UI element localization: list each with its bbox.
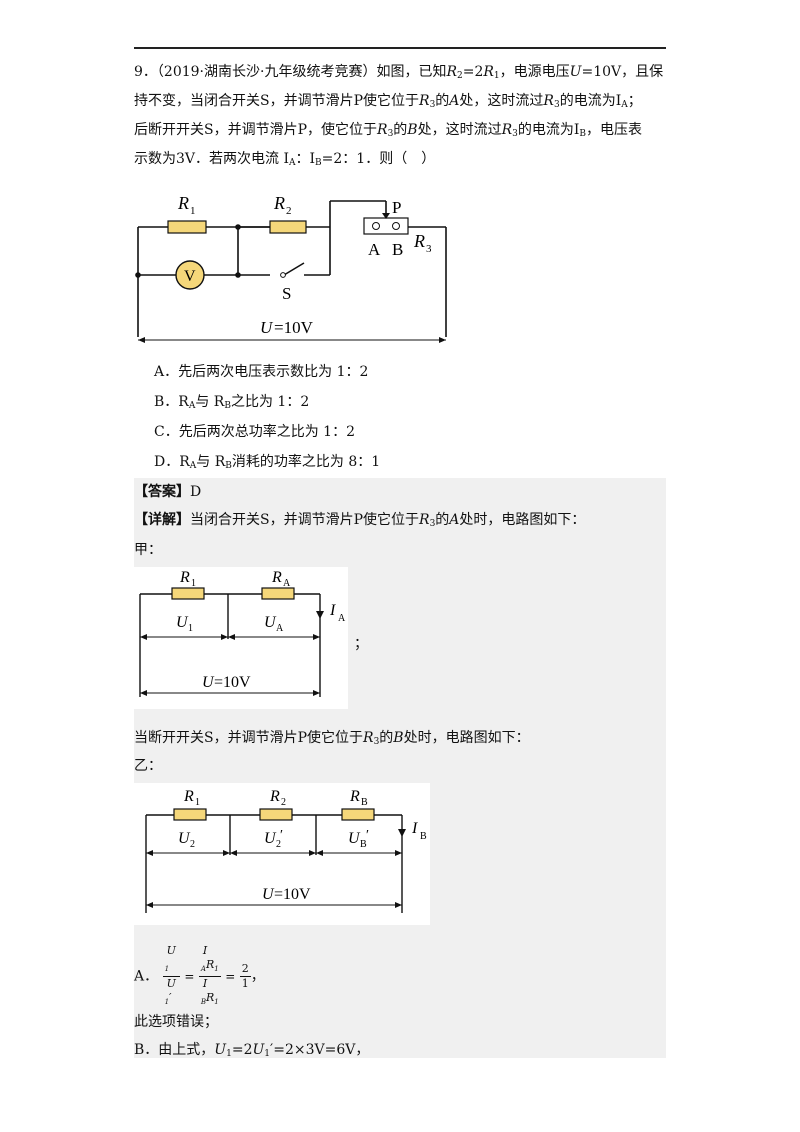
jia-semicolon: ； xyxy=(354,636,368,652)
svg-text:U: U xyxy=(202,674,215,691)
answer-b-line: B．由上式，U1=2U1′=2×3V=6V， xyxy=(134,1042,370,1059)
detail-line-2: 当断开开关S，并调节滑片P使它位于R3的B处时，电路图如下： xyxy=(134,730,530,747)
question-line-2: 持不变，当闭合开关S，并调节滑片P使它位于R3的A处，这时流过R3的电流为IA； xyxy=(134,93,642,110)
svg-text:R: R xyxy=(269,788,280,805)
svg-text:U: U xyxy=(264,830,277,847)
voltmeter xyxy=(175,260,205,290)
svg-text:A: A xyxy=(368,240,381,259)
circuit-diagram-yi: R 1 R 2 R B U 2 U 2 ′ U B ′ I B U =10V xyxy=(134,783,430,925)
svg-text:S: S xyxy=(282,284,291,303)
svg-text:′: ′ xyxy=(366,828,369,843)
svg-text:2: 2 xyxy=(286,205,292,217)
svg-text:2: 2 xyxy=(276,839,281,850)
svg-text:B: B xyxy=(392,240,403,259)
svg-text:R: R xyxy=(183,788,194,805)
svg-text:P: P xyxy=(392,198,401,217)
svg-text:′: ′ xyxy=(280,828,283,843)
svg-text:R: R xyxy=(349,788,360,805)
svg-text:=10V: =10V xyxy=(214,674,251,691)
option-c[interactable]: C．先后两次总功率之比为 1：2 xyxy=(154,424,355,440)
option-b[interactable]: B．RA与 RB之比为 1：2 xyxy=(154,394,310,411)
svg-text:=10V: =10V xyxy=(274,886,311,903)
top-rule xyxy=(134,47,666,49)
svg-text:U: U xyxy=(348,830,361,847)
svg-text:R: R xyxy=(271,569,282,586)
svg-text:B: B xyxy=(420,831,427,842)
svg-text:1: 1 xyxy=(188,623,193,634)
resistor-r1 xyxy=(167,220,207,234)
svg-text:I: I xyxy=(411,820,418,837)
svg-text:U: U xyxy=(176,614,189,631)
svg-text:B: B xyxy=(361,797,368,808)
svg-text:I: I xyxy=(329,602,336,619)
svg-text:U: U xyxy=(260,318,274,337)
svg-text:U: U xyxy=(262,886,275,903)
svg-text:R: R xyxy=(179,569,190,586)
svg-text:=10V: =10V xyxy=(274,318,314,337)
svg-text:R: R xyxy=(413,231,425,251)
svg-text:B: B xyxy=(360,839,367,850)
svg-text:A: A xyxy=(338,613,346,624)
svg-text:V: V xyxy=(184,268,196,285)
circuit-diagram-jia: R 1 R A U 1 U A I A U =10V xyxy=(134,567,348,709)
svg-text:U: U xyxy=(264,614,277,631)
question-line-3: 后断开开关S，并调节滑片P，使它位于R3的B处，这时流过R3的电流为IB，电压表 xyxy=(134,122,643,139)
svg-text:A: A xyxy=(283,578,291,589)
slider-arrow-icon xyxy=(382,213,390,219)
svg-text:3: 3 xyxy=(426,243,432,255)
svg-text:2: 2 xyxy=(190,839,195,850)
detail-line-1: 【详解】当闭合开关S，并调节滑片P使它位于R3的A处时，电路图如下： xyxy=(134,512,586,529)
option-d[interactable]: D．RA与 RB消耗的功率之比为 8：1 xyxy=(154,454,381,471)
wrong-line: 此选项错误； xyxy=(134,1014,218,1030)
yi-label: 乙： xyxy=(134,758,162,774)
svg-text:1: 1 xyxy=(190,205,196,217)
svg-text:2: 2 xyxy=(281,797,286,808)
svg-text:U: U xyxy=(178,830,191,847)
svg-text:1: 1 xyxy=(195,797,200,808)
circuit-diagram-main: V R 1 R 2 P A B R 3 S U =10V xyxy=(130,185,460,355)
svg-text:1: 1 xyxy=(191,578,196,589)
answer-line: 【答案】D xyxy=(134,484,202,500)
question-line-1: 9．（2019·湖南长沙·九年级统考竞赛）如图，已知R2=2R1，电源电压U=1… xyxy=(134,64,664,81)
jia-label: 甲： xyxy=(134,542,162,558)
svg-text:R: R xyxy=(273,193,285,213)
option-a[interactable]: A．先后两次电压表示数比为 1：2 xyxy=(154,364,369,380)
svg-text:A: A xyxy=(276,623,284,634)
svg-text:R: R xyxy=(177,193,189,213)
question-line-4: 示数为3V．若两次电流 IA：IB=2：1．则（ ） xyxy=(134,151,436,168)
rheostat-r3 xyxy=(363,217,409,235)
resistor-r2 xyxy=(269,220,307,234)
